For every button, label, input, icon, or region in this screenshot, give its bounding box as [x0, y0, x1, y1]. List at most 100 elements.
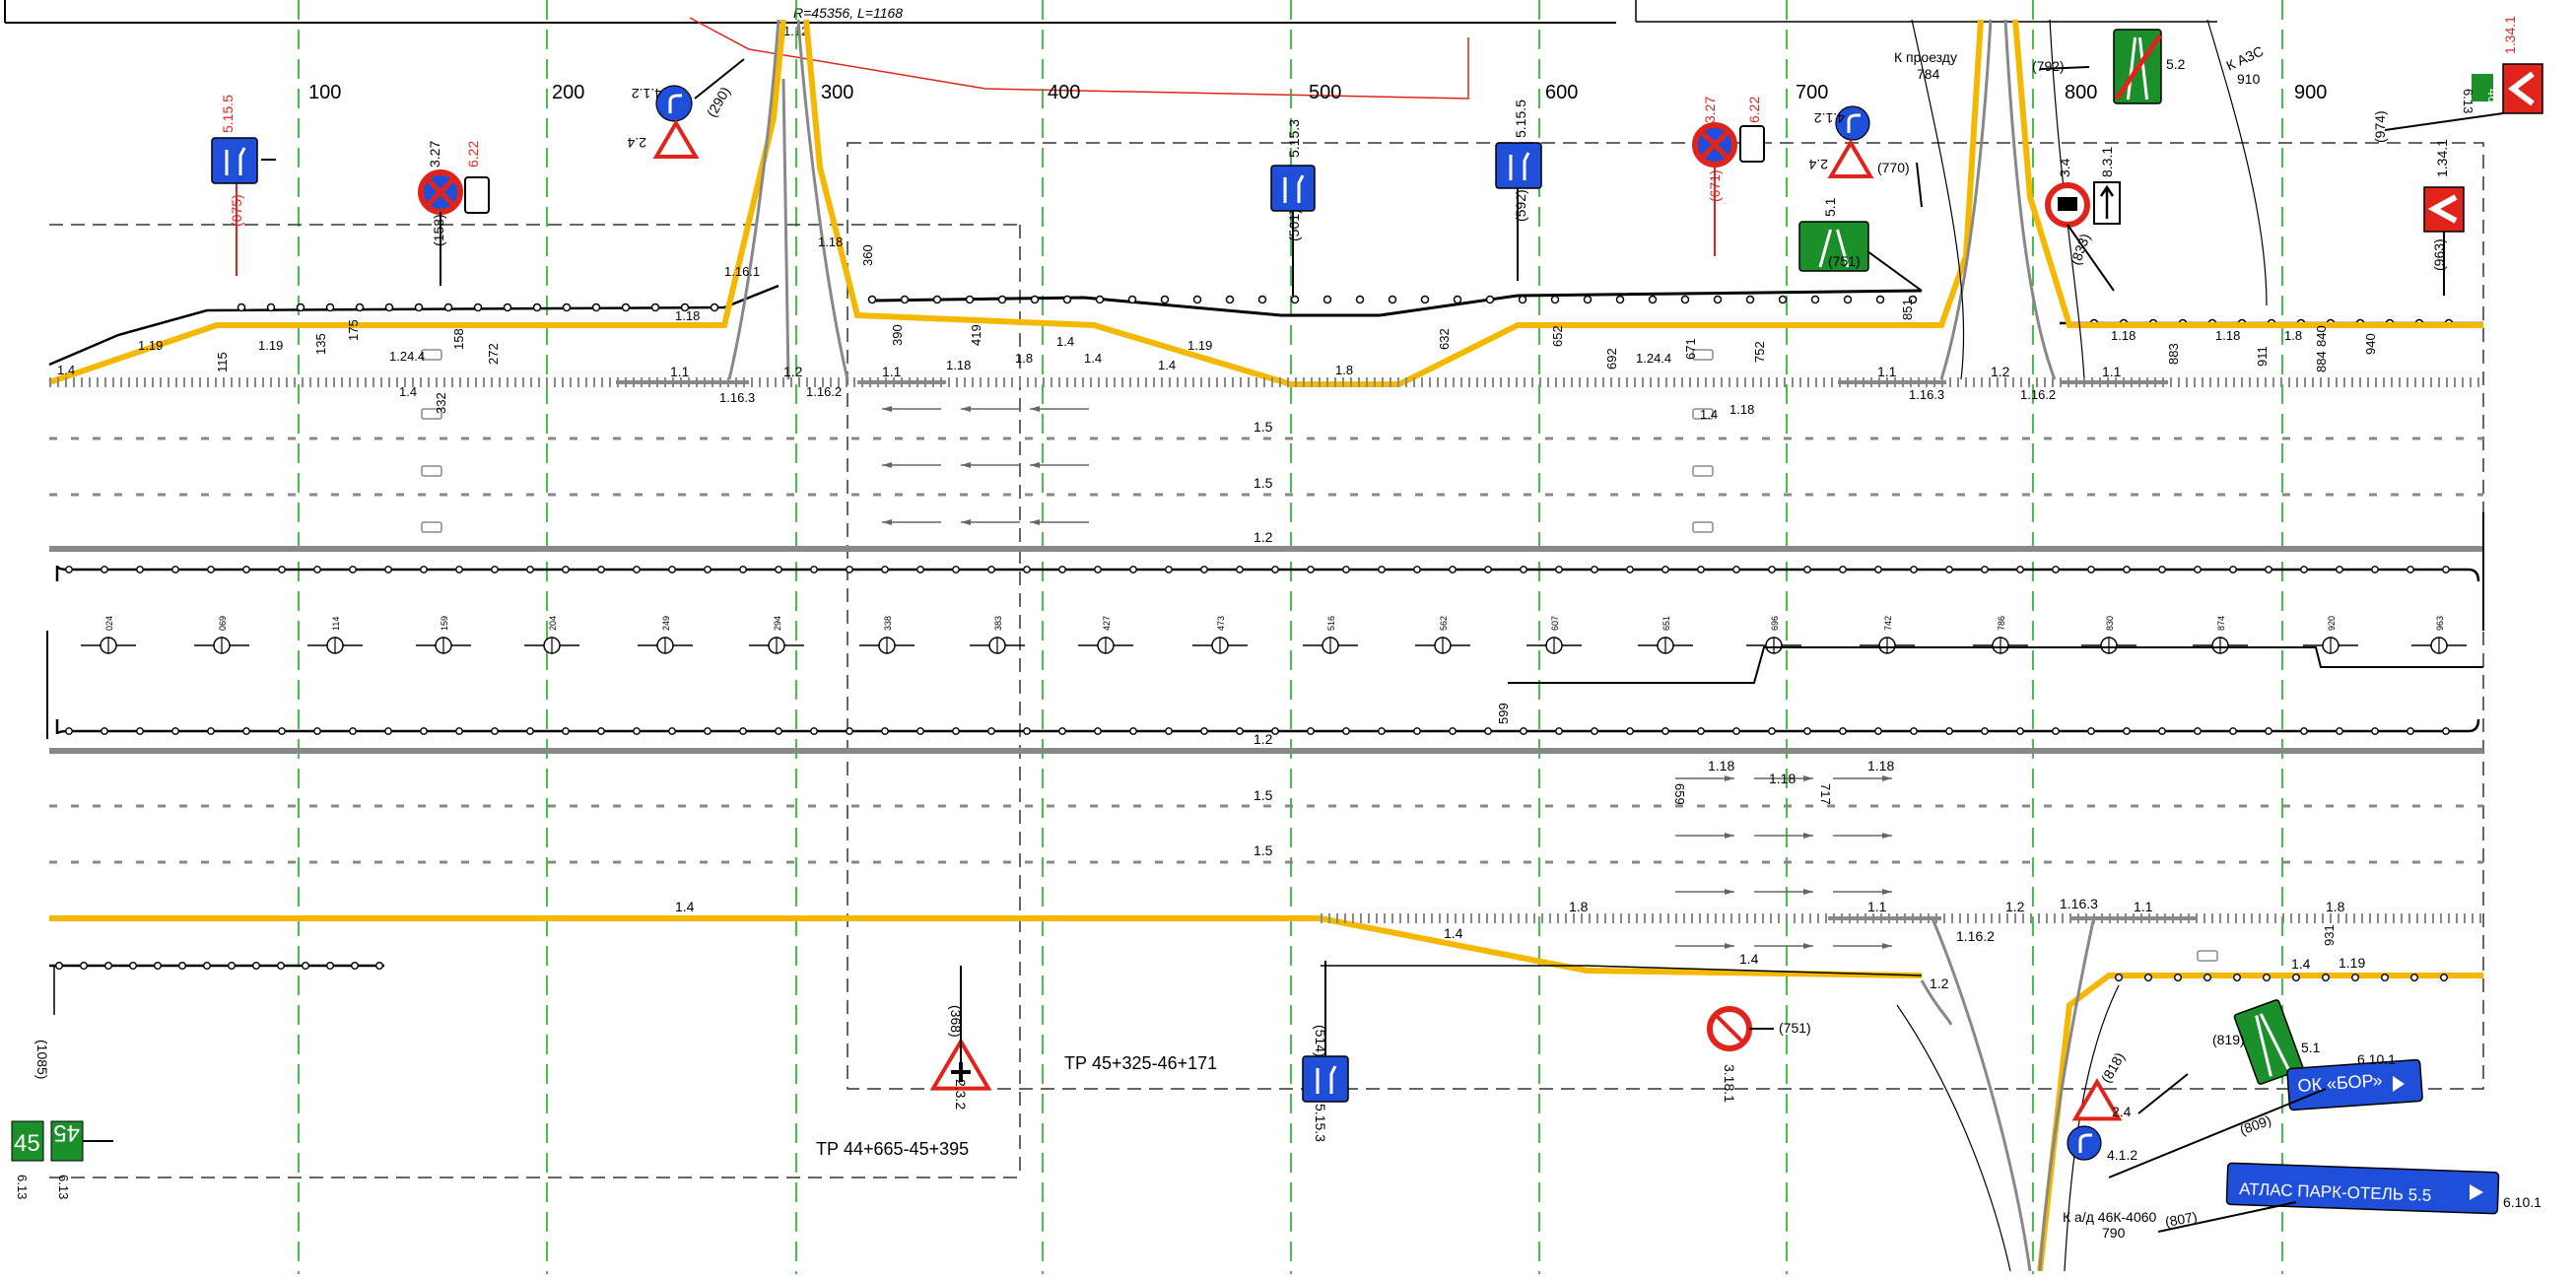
blue-sign-icon: [1495, 142, 1542, 189]
station-number: 900: [2294, 82, 2327, 103]
sign-label: (770): [1877, 160, 1910, 175]
median-dot: [384, 727, 392, 735]
light-pole: [194, 637, 249, 654]
pole-number: 338: [883, 616, 893, 631]
marking-label: 175: [346, 319, 361, 341]
direction-arrow: [882, 406, 941, 412]
lane-label: 1.2: [2005, 899, 2025, 914]
curb-dot: [680, 303, 690, 312]
median-dot: [1697, 566, 1705, 573]
symbol-plate: [2197, 950, 2218, 962]
median-dot: [1555, 727, 1563, 735]
direction-arrow: [1675, 833, 1734, 839]
median-dot: [1981, 727, 1989, 735]
median-dot: [597, 727, 605, 735]
mandatory-direction-icon: [1835, 105, 1870, 141]
median-dot: [1626, 727, 1634, 735]
median-dot: [455, 727, 463, 735]
median-dot: [65, 727, 73, 735]
curb-dot: [1322, 295, 1332, 304]
pole-number: 874: [2216, 616, 2226, 631]
median-dot: [1165, 566, 1173, 573]
median-dot: [526, 566, 534, 573]
median-dot: [2407, 566, 2414, 573]
curb-dot: [296, 303, 305, 312]
light-pole: [1303, 637, 1358, 654]
marking-label: 940: [2363, 333, 2378, 355]
direction-arrow: [1030, 406, 1089, 412]
sign-post: [2108, 1088, 2327, 1178]
median-dot: [1803, 566, 1811, 573]
median-dot: [2052, 566, 2060, 573]
sign-code: 46: [2485, 89, 2500, 102]
direction-arrow: [1833, 833, 1892, 839]
lane-label: 1.2: [1930, 976, 1949, 991]
median-dot: [952, 727, 960, 735]
symbol-plate: [421, 408, 442, 420]
sign-label: (671): [1707, 169, 1723, 202]
median-dot: [916, 727, 924, 735]
marking-label: 1.18: [946, 358, 971, 372]
median-dot: [1023, 566, 1031, 573]
curb-dot: [1583, 295, 1593, 304]
curb-dot: [2350, 974, 2359, 982]
median-dot: [2016, 727, 2024, 735]
curb-dot: [710, 303, 719, 312]
sign-label: 5.2: [2166, 56, 2186, 72]
curb-dot: [1388, 295, 1397, 304]
median-dot: [2087, 727, 2095, 735]
curb-dot: [1518, 295, 1527, 304]
curb-dot: [351, 962, 360, 971]
top-strip: R=45356, L=1168 1.12: [4, 0, 2217, 38]
pole-number: 294: [773, 616, 782, 631]
direction-arrow: [1675, 775, 1734, 781]
direction-arrow: [961, 519, 1020, 525]
curb-dot: [1062, 295, 1072, 304]
median-dot: [2407, 727, 2414, 735]
direction-arrow: [1754, 775, 1813, 781]
arrow-glyph: [1509, 152, 1530, 180]
marking-label: 884: [2314, 351, 2329, 372]
marking-label: 659: [1672, 783, 1687, 805]
marking-label: 272: [486, 343, 501, 365]
yield-sign-icon: [1827, 139, 1874, 178]
light-pole: [524, 637, 579, 654]
marking-label: 1.18: [1729, 402, 1754, 417]
sign-label: 8.3.1: [2099, 147, 2115, 177]
curb-dot: [1192, 295, 1202, 304]
median-dot: [349, 727, 357, 735]
ramp-lines: [727, 19, 2096, 1272]
mandatory-direction-icon: [2067, 1125, 2102, 1161]
median-dot: [846, 727, 853, 735]
curb-dot: [79, 962, 88, 971]
curb-dot: [2232, 974, 2241, 982]
light-pole: [81, 637, 136, 654]
curb-dot: [1453, 295, 1462, 304]
curb-dot: [1160, 295, 1170, 304]
median-dot: [2016, 566, 2024, 573]
median-dot: [881, 727, 889, 735]
sign-post: [2039, 66, 2090, 70]
curb-dot: [266, 303, 276, 312]
median-dot: [775, 727, 782, 735]
direction-note: К а/д 46К-4060: [2063, 1209, 2157, 1225]
median-dot: [810, 727, 818, 735]
curb-dot: [237, 303, 246, 312]
median-dot: [2052, 727, 2060, 735]
station-number: 600: [1545, 82, 1578, 103]
lane-label: 1.1: [2102, 364, 2122, 379]
marking-label: 1.24.4: [1636, 351, 1671, 366]
median-dot: [101, 566, 108, 573]
sign-label: 3.27: [1702, 97, 1718, 123]
curb-dot: [900, 295, 910, 304]
curb-dot: [1615, 295, 1625, 304]
median-dot: [1236, 566, 1244, 573]
lane-label: 1.5: [1254, 475, 1273, 491]
marking-label: 652: [1550, 325, 1565, 347]
marking-label: 599: [1496, 703, 1511, 724]
median-dot: [633, 727, 641, 735]
marking-label: 1.4: [1700, 407, 1718, 422]
pole-number: 516: [1326, 616, 1336, 631]
curb-dot: [1095, 295, 1105, 304]
marking-label: 419: [969, 324, 983, 346]
